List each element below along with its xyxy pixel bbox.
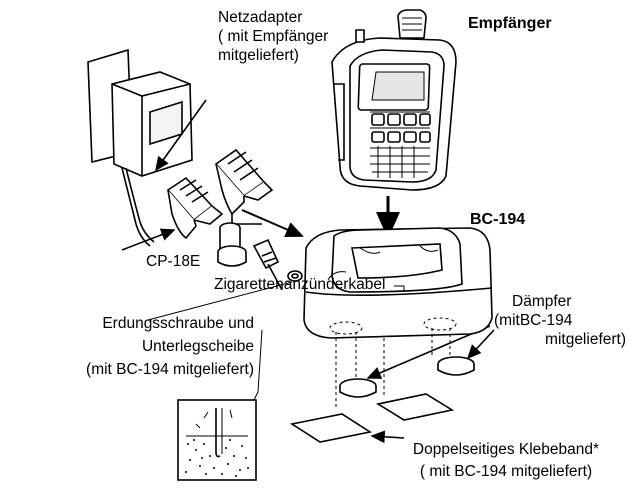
netzadapter-line-1: Netzadapter [218, 9, 303, 26]
damper-line-3: mitgeliefert) [545, 331, 626, 348]
leader-lines [147, 281, 293, 401]
arrows [121, 99, 495, 444]
charger-base [303, 227, 493, 339]
dc-plug-left [166, 176, 224, 240]
netzadapter-label: Netzadapter ( mit Empfänger mitgeliefert… [218, 8, 328, 65]
cp18e-label: CP-18E [146, 253, 201, 270]
ground-screw-line-3: (mit BC-194 mitgeliefert) [86, 361, 254, 378]
cp18e-connector [217, 222, 247, 267]
dc-plug-right [214, 148, 274, 225]
dampers [339, 356, 475, 398]
base-foot-markers [329, 317, 457, 408]
ground-screw-line-1: Erdungsschraube und [102, 315, 254, 332]
cigarette-cable-label: Zigarettenanzünderkabel [214, 276, 386, 293]
damper-line-1: Dämpfer [512, 293, 572, 310]
tape-line-2: ( mit BC-194 mitgeliefert) [419, 463, 593, 480]
tape-line-1: Doppelseitiges Klebeband* [412, 441, 600, 458]
tape-strips [289, 393, 455, 443]
tape-label: Doppelseitiges Klebeband* ( mit BC-194 m… [386, 440, 626, 481]
damper-line-2: (mitBC-194 [494, 312, 573, 329]
netzadapter-line-3: mitgeliefert) [218, 47, 299, 64]
ground-screw-line-2: Unterlegscheibe [141, 338, 254, 355]
bc194-label: BC-194 [470, 211, 526, 228]
ground-rod-inset [177, 399, 257, 481]
ground-screw-label: Erdungsschraube und Unterlegscheibe (mit… [20, 314, 254, 379]
damper-label: Dämpfer (mitBC-194 mitgeliefert) [470, 292, 626, 349]
netzadapter-line-2: ( mit Empfänger [218, 28, 329, 45]
receiver-label: Empfänger [468, 15, 552, 32]
ground-screw [252, 238, 303, 291]
soil-dots [185, 439, 249, 477]
ac-adapter [111, 71, 193, 247]
receiver [331, 9, 457, 191]
